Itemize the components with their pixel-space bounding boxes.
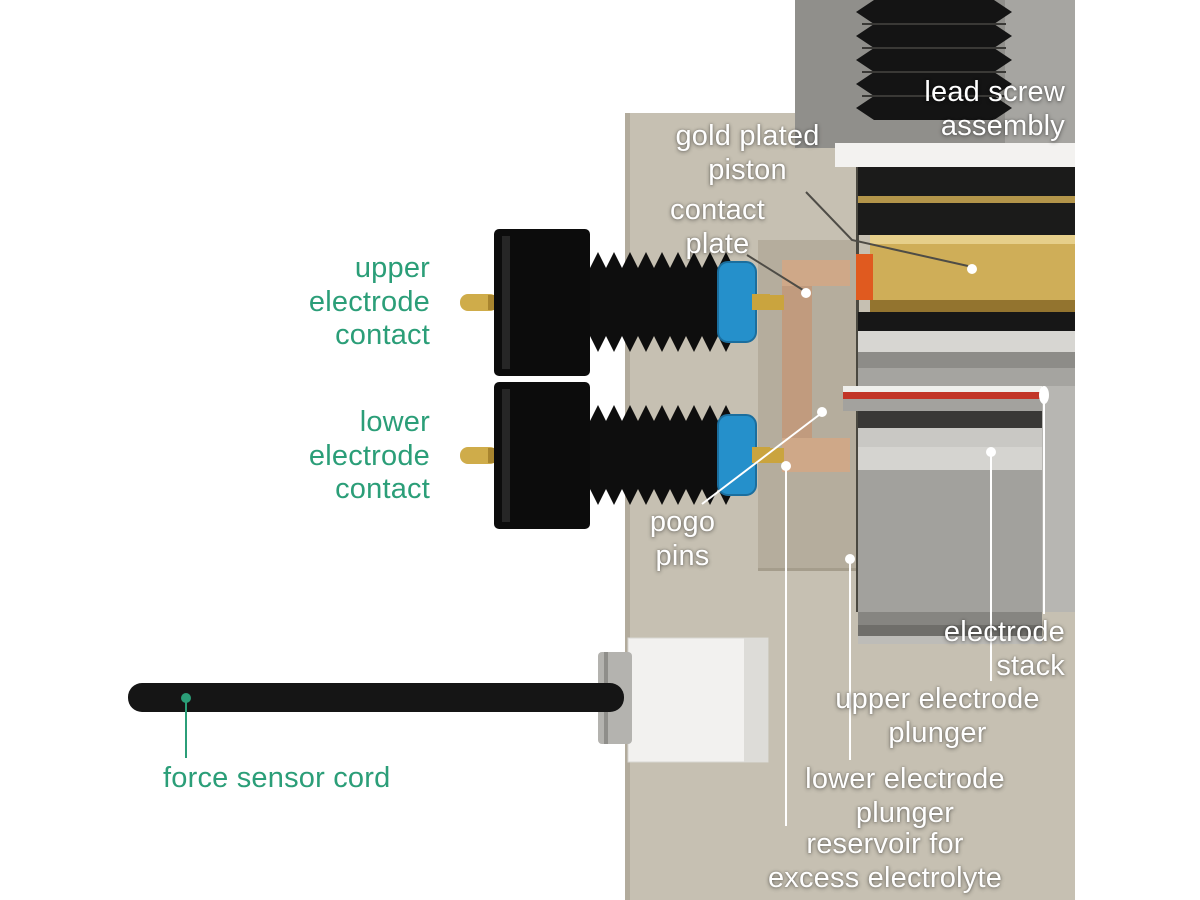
upper-connector-body (494, 229, 590, 376)
label-upper-electrode-plunger: upper electrode plunger (835, 683, 1040, 749)
label-lead-screw-assembly: lead screw assembly (924, 76, 1065, 142)
leader-reservoir (781, 461, 791, 826)
force-sensor-cord-shape (128, 683, 624, 712)
electrode-stack-layers (835, 143, 1075, 644)
upper-blue-ring-shape (717, 261, 757, 343)
label-lower-electrode-contact: lower electrode contact (308, 406, 430, 506)
plunger-block-shape (858, 470, 1042, 612)
cut-line (856, 148, 859, 612)
lower-connector-thread (590, 405, 734, 505)
label-gold-plated-piston: gold plated piston (675, 120, 820, 186)
orange-marker-shape (856, 254, 873, 300)
label-electrode-stack: electrode stack (943, 616, 1065, 682)
gold-piston-shape (856, 235, 1075, 312)
upper-connector-shape (460, 229, 770, 376)
stack-red-layer (843, 392, 1075, 399)
leader-pogo-pins (701, 407, 827, 505)
leader-electrode-stack (1039, 386, 1049, 614)
force-sensor-shape (128, 637, 769, 763)
label-pogo-pins: pogo pins (649, 506, 716, 572)
label-force-sensor-cord: force sensor cord (163, 762, 391, 794)
label-contact-plate: contact plate (670, 194, 765, 260)
lead-screw-shape (856, 0, 1012, 120)
upper-connector-thread (590, 252, 734, 352)
lower-blue-ring-shape (717, 414, 757, 496)
lower-connector-shape (460, 382, 770, 529)
leader-upper-plunger (986, 447, 996, 681)
right-wall-shape (1042, 386, 1075, 612)
leader-gold-piston (805, 191, 977, 274)
label-lower-electrode-plunger: lower electrode plunger (805, 763, 1005, 829)
leader-contact-plate (746, 254, 811, 298)
callout-leaders (181, 191, 1049, 826)
label-upper-electrode-contact: upper electrode contact (308, 252, 430, 352)
leader-lower-plunger (845, 554, 855, 760)
lower-connector-body (494, 382, 590, 529)
leader-force-sensor (181, 693, 191, 758)
label-reservoir-excess-electrolyte: reservoir for excess electrolyte (767, 828, 1003, 894)
